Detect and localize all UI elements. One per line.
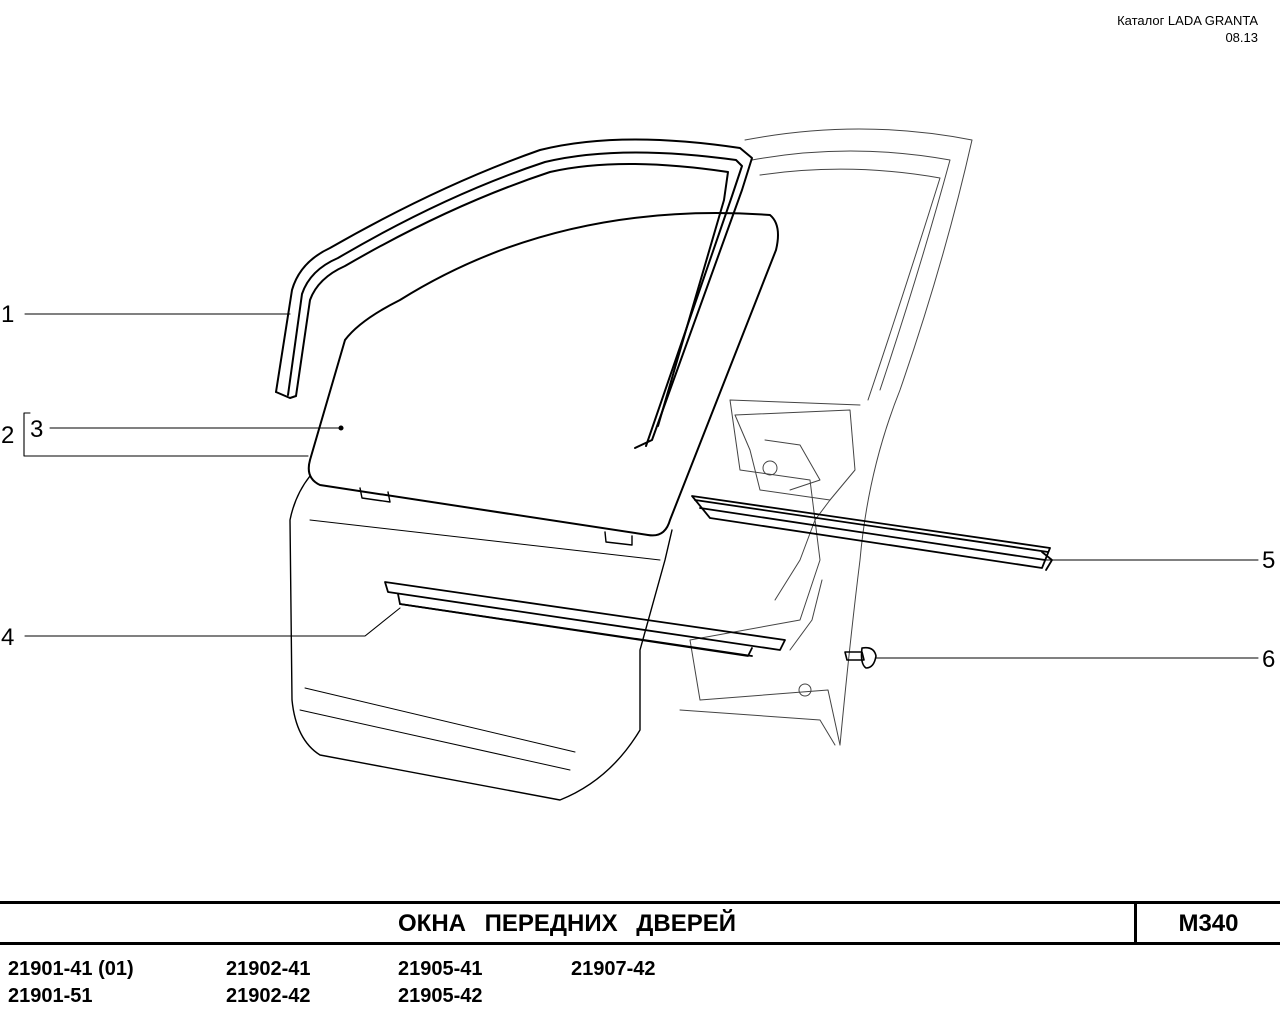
model-code: 21907-42 [571, 958, 656, 980]
model-code: 21902-42 [226, 985, 311, 1007]
outer-belt-moulding [691, 495, 1053, 571]
inner-belt-seal [384, 581, 786, 657]
callout-5: 5 [1262, 547, 1276, 574]
callout-4: 4 [1, 624, 15, 651]
model-code: 21905-42 [398, 985, 483, 1007]
callout-6: 6 [1262, 646, 1276, 673]
title-divider [1134, 904, 1137, 942]
leader-3-dot [338, 425, 344, 431]
door-window-diagram [23, 128, 1259, 801]
window-glass [307, 212, 779, 537]
title-bar: ОКНА ПЕРЕДНИХ ДВЕРЕЙ M340 [0, 901, 1280, 945]
catalog-date: 08.13 [1225, 30, 1258, 45]
callout-1: 1 [1, 301, 15, 328]
clip [844, 646, 877, 669]
page-code: M340 [1178, 910, 1239, 937]
door-panel [289, 475, 673, 801]
glass-bracket-right [604, 531, 633, 546]
glass-bracket-left [359, 487, 391, 503]
body-door-opening [679, 128, 973, 746]
catalog-header: Каталог LADA GRANTA 08.13 [1117, 12, 1258, 46]
model-code: 21902-41 [226, 958, 311, 980]
model-code: 21905-41 [398, 958, 483, 980]
frame-seal [275, 138, 753, 449]
page-title: ОКНА ПЕРЕДНИХ ДВЕРЕЙ [398, 910, 736, 937]
model-code: 21901-51 [8, 985, 93, 1007]
bracket-2 [23, 412, 309, 457]
leader-lines [23, 313, 1259, 659]
model-code: 21901-41 (01) [8, 958, 134, 980]
door-panel-crease [299, 519, 661, 771]
callout-3: 3 [30, 416, 44, 443]
callout-2: 2 [1, 422, 15, 449]
catalog-name: Каталог LADA GRANTA [1117, 13, 1258, 28]
leader-4 [24, 607, 401, 637]
